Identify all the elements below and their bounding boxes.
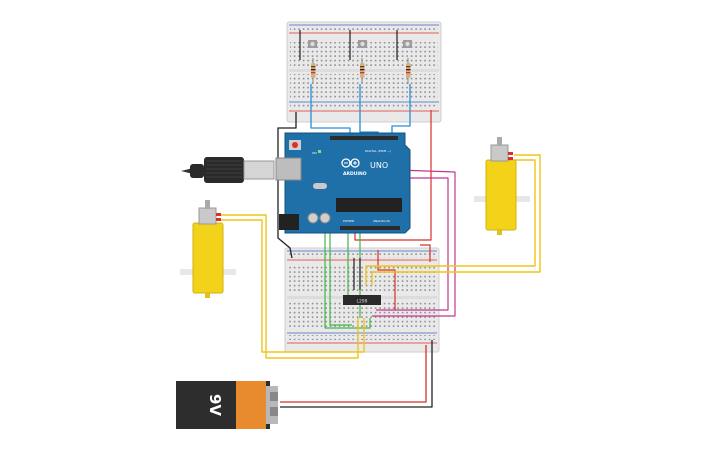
pushbutton-3[interactable]: [403, 40, 412, 48]
resistor-2[interactable]: [360, 58, 365, 84]
resistor-1[interactable]: [311, 58, 316, 84]
battery-9v[interactable]: 9V: [176, 381, 278, 429]
on-led-label: ON: [312, 151, 317, 155]
usb-port: [275, 157, 302, 181]
motor-icon: [490, 144, 509, 162]
motor-right[interactable]: [474, 137, 530, 235]
pushbutton-1[interactable]: [308, 40, 317, 48]
wire-yellow-left-1[interactable]: [221, 214, 359, 359]
usb-plug-icon[interactable]: [181, 157, 275, 183]
wire-yellow-right-2[interactable]: [365, 159, 536, 285]
atmega-chip: [336, 198, 402, 212]
resistor-3[interactable]: [406, 58, 411, 84]
resistor-icon: [360, 63, 365, 78]
driver-chip-label: L298: [356, 299, 367, 305]
power-label: POWER: [343, 219, 354, 223]
wire-black-ground[interactable]: [277, 112, 297, 259]
resistor-icon: [406, 63, 411, 78]
digital-label: DIGITAL (PWM ~): [365, 149, 391, 153]
on-led: [318, 150, 321, 153]
arduino-logo-icon: [341, 158, 360, 168]
wire-magenta-2[interactable]: [376, 177, 449, 311]
power-jack: [279, 214, 299, 230]
analog-label: ANALOG IN: [373, 219, 390, 223]
pushbutton-2[interactable]: [358, 40, 367, 48]
battery-label: 9V: [206, 394, 224, 416]
wire-red-5v[interactable]: [354, 110, 432, 241]
arduino-brand: ARDUINO: [343, 171, 367, 177]
resistor-icon: [311, 63, 316, 78]
motor-driver-chip[interactable]: L298: [343, 295, 381, 305]
wire-red-battery[interactable]: [280, 345, 427, 403]
wire-magenta-1[interactable]: [372, 169, 456, 317]
wire-black-battery[interactable]: [280, 340, 433, 408]
wire-red-driver[interactable]: [377, 250, 396, 310]
digital-header[interactable]: [330, 136, 398, 140]
arduino-model: UNO: [370, 161, 388, 170]
motor-left[interactable]: [180, 200, 236, 298]
motor-icon: [198, 207, 217, 225]
power-analog-header[interactable]: [340, 226, 400, 230]
wire-red-bus[interactable]: [420, 244, 431, 262]
wire-yellow-right-1[interactable]: [371, 154, 541, 285]
wire-yellow-left-2[interactable]: [221, 219, 365, 353]
arduino-uno[interactable]: ARDUINO UNO DIGITAL (PWM ~) POWER ANALOG…: [275, 132, 411, 234]
